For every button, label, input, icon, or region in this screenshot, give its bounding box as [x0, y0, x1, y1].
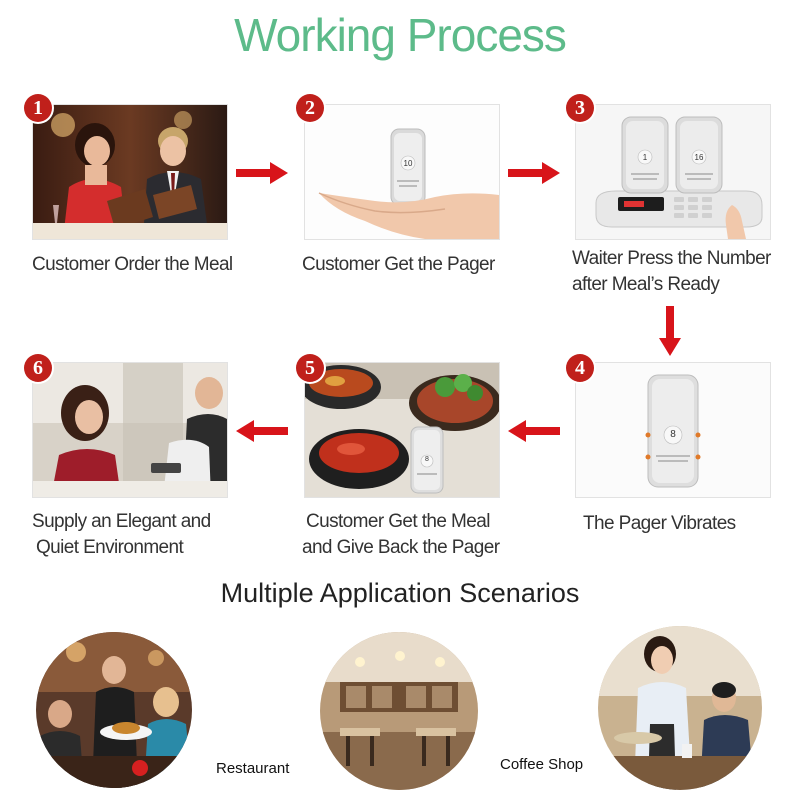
step-6-badge: 6	[24, 354, 52, 382]
page-title: Working Process	[234, 9, 567, 61]
arrow-right-icon	[508, 162, 560, 184]
step-1-caption: Customer Order the Meal	[32, 254, 233, 275]
arrow-right-icon	[236, 162, 288, 184]
step-6-caption-line-1: Supply an Elegant and	[32, 511, 211, 532]
restaurant-label: Restaurant	[216, 760, 290, 777]
step-3-photo: 1 16	[575, 104, 771, 240]
step-6-caption-line-2: Quiet Environment	[36, 537, 184, 558]
coffee-shop-label: Coffee Shop	[500, 756, 584, 773]
arrow-left-icon	[508, 420, 560, 442]
step-2-pager-number: 10	[403, 159, 413, 168]
step-5-caption-line-2: and Give Back the Pager	[302, 537, 500, 558]
step-6-photo	[32, 362, 228, 498]
step-5-pager-number: 8	[425, 456, 429, 463]
step-1-badge: 1	[24, 94, 52, 122]
step-5-badge: 5	[296, 354, 324, 382]
scenarios-title: Multiple Application Scenarios	[220, 578, 580, 608]
coffee-shop-photo	[320, 632, 478, 790]
step-4-pager-number: 8	[670, 429, 676, 440]
step-4-caption: The Pager Vibrates	[583, 513, 736, 534]
arrow-down-icon	[659, 306, 681, 356]
arrow-left-icon	[236, 420, 288, 442]
step-3-caption-line-2: after Meal’s Ready	[572, 274, 720, 295]
step-4-photo: 8	[575, 362, 771, 498]
step-2-caption: Customer Get the Pager	[302, 254, 495, 275]
step-2-photo: 10	[304, 104, 500, 240]
step-5-photo: 8	[304, 362, 500, 498]
step-2-badge: 2	[296, 94, 324, 122]
step-5-caption-line-1: Customer Get the Meal	[306, 511, 490, 532]
step-3-badge: 3	[566, 94, 594, 122]
step-3-pager-number-a: 1	[642, 153, 648, 162]
step-3-caption-line-1: Waiter Press the Number	[572, 248, 771, 269]
cafe-service-photo	[598, 626, 762, 790]
restaurant-photo	[36, 632, 192, 788]
step-4-badge: 4	[566, 354, 594, 382]
step-1-photo	[32, 104, 228, 240]
step-3-pager-number-b: 16	[694, 153, 704, 162]
